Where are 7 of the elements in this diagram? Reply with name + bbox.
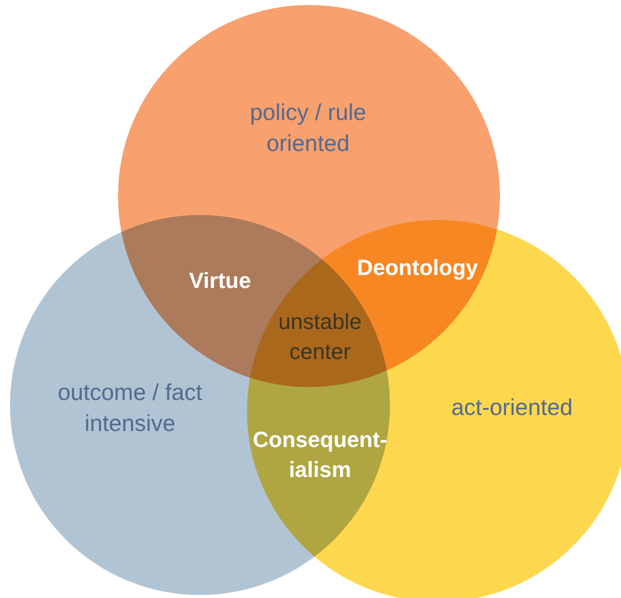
circle-label: act-oriented [450, 393, 574, 422]
overlap-label: Virtue [188, 267, 252, 295]
overlap-label: Deontology [356, 254, 479, 282]
circle-label: outcome / fact intensive [56, 378, 204, 438]
overlap-label: Consequent- ialism [252, 426, 388, 484]
overlap-label: unstable center [277, 308, 363, 366]
circle-label: policy / rule oriented [248, 98, 368, 158]
